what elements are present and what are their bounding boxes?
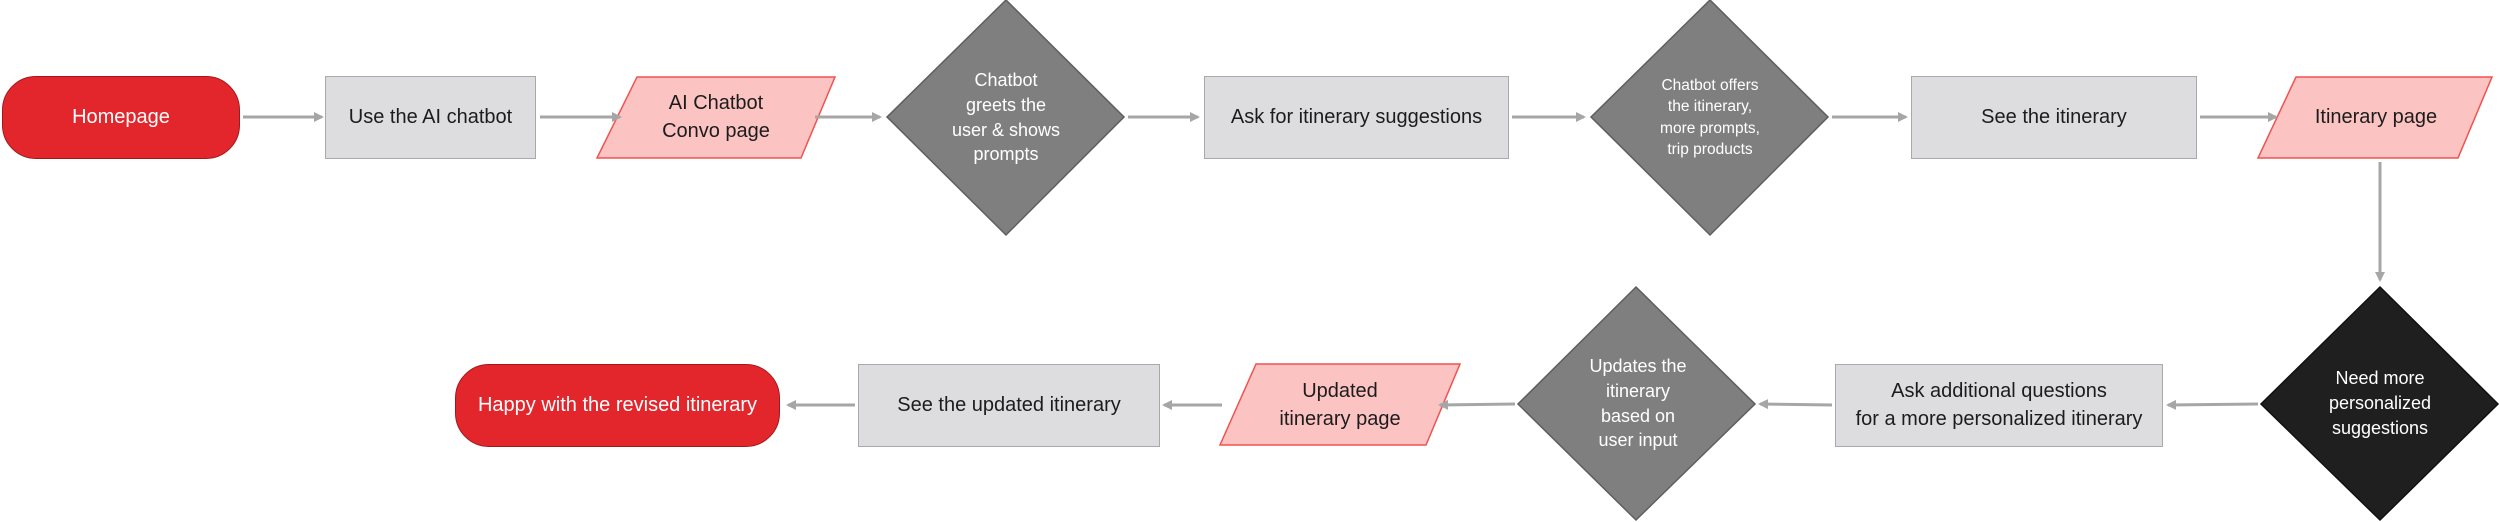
convo-page-label: AI Chatbot Convo page: [662, 91, 770, 142]
updates-decision: Updates the itinerary based on user inpu…: [1540, 326, 1736, 481]
ask-additional-step: Ask additional questions for a more pers…: [1835, 364, 2163, 447]
homepage-label: Homepage: [72, 105, 170, 128]
updated-page-shape: [1218, 363, 1462, 446]
offers-shape: [1589, 0, 1830, 237]
greets-label: Chatbot greets the user & shows prompts: [951, 69, 1061, 165]
convo-page-shape: [595, 76, 837, 159]
see-updated-label: See the updated itinerary: [897, 393, 1121, 416]
connector-10: [1758, 399, 1833, 410]
updated-page-io: Updated itinerary page: [1224, 364, 1456, 447]
homepage-terminal: Homepage: [2, 76, 240, 159]
see-itinerary-label: See the itinerary: [1981, 105, 2127, 128]
ask-suggestions-step: Ask for itinerary suggestions: [1204, 76, 1509, 159]
use-chatbot-step: Use the AI chatbot: [325, 76, 536, 159]
need-more-label: Need more personalized suggestions: [2328, 368, 2432, 438]
see-itinerary-step: See the itinerary: [1911, 76, 2197, 159]
itinerary-page-label: Itinerary page: [2314, 105, 2438, 128]
connector-11: [1438, 399, 1516, 410]
happy-terminal: Happy with the revised itinerary: [455, 364, 780, 447]
convo-page-io: AI Chatbot Convo page: [600, 76, 832, 159]
itinerary-page-shape: [2256, 76, 2494, 159]
need-more-decision: Need more personalized suggestions: [2282, 326, 2478, 481]
see-updated-step: See the updated itinerary: [858, 364, 1160, 447]
updated-page-label: Updated itinerary page: [1279, 379, 1401, 430]
happy-label: Happy with the revised itinerary: [477, 393, 757, 416]
updates-label: Updates the itinerary based on user inpu…: [1589, 355, 1687, 451]
ask-additional-label: Ask additional questions for a more pers…: [1855, 379, 2143, 430]
updates-shape: [1516, 285, 1757, 522]
ask-suggestions-label: Ask for itinerary suggestions: [1230, 105, 1483, 128]
offers-label: Chatbot offers the itinerary, more promp…: [1660, 76, 1760, 158]
greets-decision: Chatbot greets the user & shows prompts: [908, 40, 1104, 195]
itinerary-page-io: Itinerary page: [2262, 76, 2490, 159]
greets-shape: [885, 0, 1126, 237]
use-chatbot-label: Use the AI chatbot: [348, 105, 513, 128]
offers-decision: Chatbot offers the itinerary, more promp…: [1612, 40, 1808, 195]
connector-9: [2166, 399, 2259, 410]
need-more-shape: [2259, 285, 2500, 522]
